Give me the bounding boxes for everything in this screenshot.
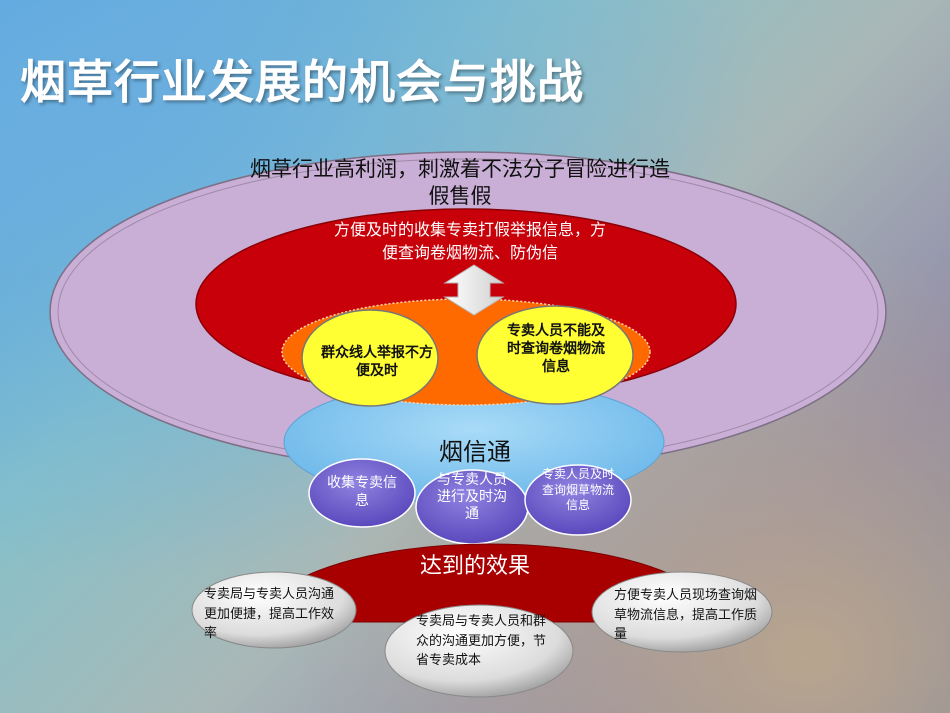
effect-label: 达到的效果 xyxy=(419,554,530,579)
red-ring-text: 方便及时的收集专卖打假举报信息，方便查询卷烟物流、防伪信 xyxy=(333,220,606,263)
page-title: 烟草行业发展的机会与挑战 xyxy=(20,55,584,109)
function-left-text: 收集专卖信息 xyxy=(327,475,397,510)
problem-ellipse-right xyxy=(476,305,634,405)
function-right-text: 专卖人员及时查询烟草物流信息 xyxy=(541,467,614,513)
outcome-right-text: 方便专卖人员现场查询烟草物流信息，提高工作质量 xyxy=(614,588,758,642)
outcome-ellipse-middle xyxy=(384,604,574,698)
outcome-left-text: 专卖局与专卖人员沟通更加便捷，提高工作效率 xyxy=(204,587,335,641)
problem-left-text: 群众线人举报不方便及时 xyxy=(321,345,433,380)
center-label: 烟信通 xyxy=(439,438,511,466)
function-ellipse-right xyxy=(524,464,632,536)
problem-ellipse-left xyxy=(301,309,439,407)
function-middle-text: 与专卖人员进行及时沟通 xyxy=(437,472,507,522)
double-arrow-icon xyxy=(443,264,505,316)
outcome-ellipse-right xyxy=(591,571,773,653)
outcome-ellipse-left xyxy=(191,571,357,649)
outer-ring-text: 烟草行业高利润，刺激着不法分子冒险进行造假售假 xyxy=(250,157,670,209)
function-ellipse-left xyxy=(308,458,416,528)
outcome-middle-text: 专卖局与专卖人员和群众的沟通更加方便，节省专卖成本 xyxy=(416,614,547,668)
problem-right-text: 专卖人员不能及时查询卷烟物流信息 xyxy=(507,323,605,376)
